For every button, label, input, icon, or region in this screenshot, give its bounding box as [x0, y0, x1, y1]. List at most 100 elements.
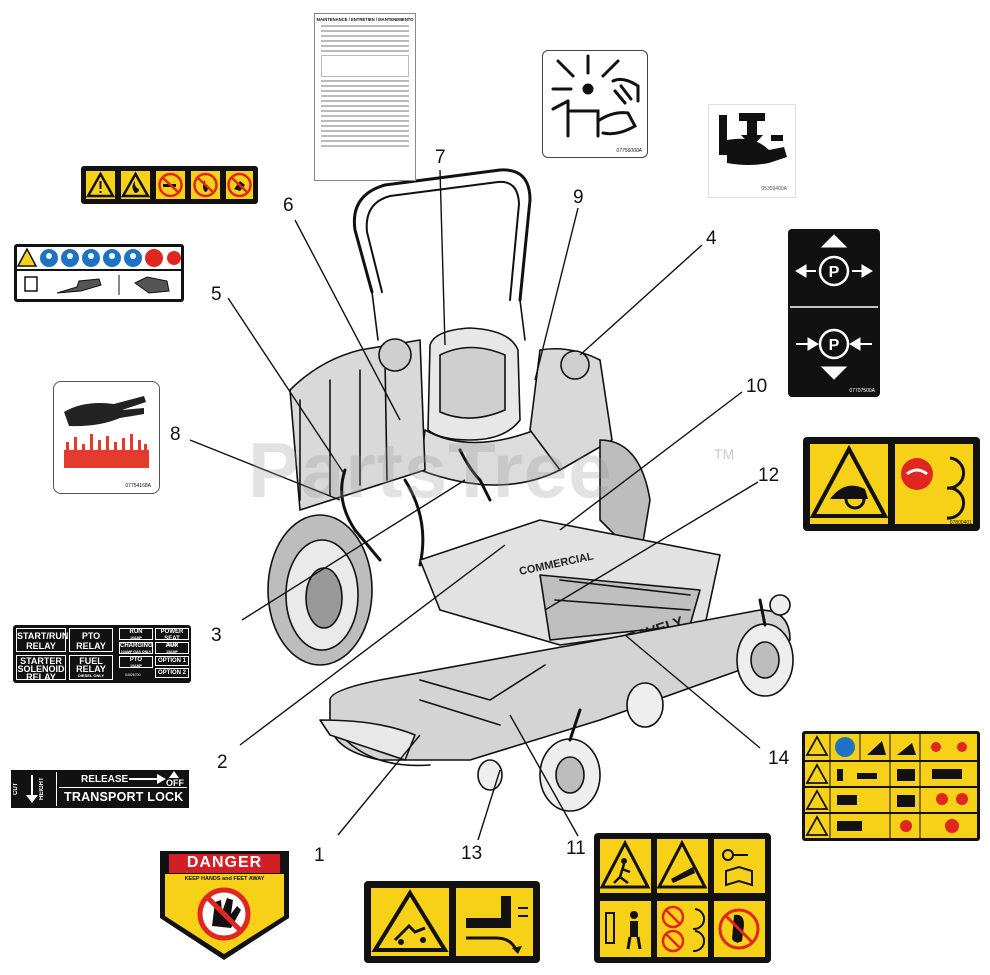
callout-5: 5	[211, 284, 222, 305]
off-label: OFF	[166, 778, 184, 788]
safety-grid-icons	[805, 734, 977, 838]
no-flame-icon	[193, 172, 218, 198]
svg-text:P: P	[829, 337, 840, 354]
aux-fuse: AUX 15AMP	[155, 642, 189, 654]
callout-3: 3	[211, 625, 222, 646]
bystander-icon	[605, 911, 642, 950]
callout-8: 8	[170, 424, 181, 445]
deflector-down-cell	[454, 886, 535, 958]
callout-1: 1	[314, 845, 325, 866]
belt-part-no: 07800401	[949, 520, 972, 526]
no-hands-icon	[901, 456, 966, 520]
watermark: PartsTree	[248, 425, 613, 516]
guards-in-place-cell	[893, 442, 975, 526]
starter-solenoid-relay: STARTER SOLENOID RELAY	[16, 655, 66, 682]
fire-cell	[119, 169, 152, 201]
belt-entanglement-decal: 07800401	[803, 437, 980, 531]
slip-hazard-cell	[598, 837, 653, 895]
relay-fuse-decal: START/RUN RELAY PTO RELAY STARTER SOLENO…	[13, 625, 191, 683]
option2-fuse: OPTION 2	[155, 668, 189, 678]
callout-7: 7	[435, 147, 446, 168]
callout-10: 10	[746, 376, 768, 397]
danger-label: DANGER	[186, 854, 263, 871]
power-seat-fuse: POWER SEAT 15AMP	[155, 628, 189, 647]
watermark-tm: TM	[714, 446, 735, 462]
run-fuse: RUN 10AMP	[119, 628, 153, 640]
charging-fuse: CHARGING 10AMP GAS ONLY	[119, 642, 153, 654]
callout-13: 13	[461, 843, 483, 864]
option1-fuse: OPTION 1	[155, 656, 189, 666]
warning-cell	[84, 169, 117, 201]
arrow-down-icon	[26, 775, 38, 803]
no-fueling-cell	[224, 169, 255, 201]
no-smoking-cell	[154, 169, 187, 201]
deflector-icon	[466, 896, 528, 954]
callout-14: 14	[768, 748, 790, 769]
brake-part-no: 07707500A	[849, 388, 875, 394]
fuel-relay: FUEL RELAY DIESEL ONLY	[69, 655, 113, 680]
svg-text:P: P	[829, 264, 840, 281]
callout-2: 2	[217, 752, 228, 773]
pto-fuse: PTO 10AMP	[119, 656, 153, 668]
no-feet-cell	[712, 899, 767, 959]
belt-hazard-cell	[808, 442, 890, 526]
pinch-part-no: 05359400A	[761, 186, 787, 192]
hand-heat-icon	[64, 396, 149, 468]
pto-relay: PTO RELAY	[69, 628, 113, 652]
danger-subtext: KEEP HANDS and FEET AWAY	[184, 876, 265, 882]
maintenance-title: MAINTENANCE / ENTRETIEN / MANTENIMIENTO	[316, 17, 414, 22]
no-open-flame-cell	[189, 169, 222, 201]
no-hands-icon	[661, 905, 705, 953]
callout-11: 11	[566, 838, 586, 859]
danger-decal: DANGER KEEP HANDS and FEET AWAY	[157, 848, 292, 963]
warning-triangle-icon	[809, 444, 889, 518]
no-smoking-icon	[158, 172, 183, 198]
crush-hazard-icon	[551, 54, 640, 138]
thrown-object-decal	[364, 881, 540, 963]
warning-triangle-icon	[85, 171, 116, 198]
callout-6: 6	[283, 195, 294, 216]
operator-safety-decal	[594, 833, 771, 963]
danger-shield-shape	[160, 851, 289, 960]
crush-hazard-decal: 07756000A	[542, 50, 648, 158]
warning-triangle-icon	[371, 889, 449, 952]
arrow-right-icon	[129, 774, 166, 784]
read-manual-cell	[712, 837, 767, 895]
arrow-up-icon	[169, 771, 179, 778]
hand-pinch-icon	[719, 113, 787, 165]
safety-instructions-grid-decal	[802, 731, 980, 841]
hot-surface-decal: 07754168A	[53, 381, 160, 494]
callout-12: 12	[758, 465, 780, 486]
parking-brake-decal: P P 07707500A	[788, 229, 880, 397]
parking-brake-icon: P P	[790, 234, 878, 380]
transport-lock-label: TRANSPORT LOCK	[64, 790, 184, 804]
transport-lock-decal: CUT HEIGHT RELEASE OFF TRANSPORT LOCK	[11, 770, 189, 808]
callout-9: 9	[573, 187, 584, 208]
height-label: HEIGHT	[39, 777, 45, 801]
fire-icon	[120, 171, 151, 198]
crush-part-no: 07756000A	[616, 148, 642, 154]
start-run-relay: START/RUN RELAY	[16, 628, 68, 652]
maintenance-decal: MAINTENANCE / ENTRETIEN / MANTENIMIENTO	[314, 13, 416, 181]
cut-label: CUT	[13, 782, 19, 796]
no-fuel-icon	[227, 172, 252, 198]
no-feet-icon	[718, 908, 760, 950]
keep-away-cell	[598, 899, 653, 959]
relay-part-no: 04026700	[125, 673, 141, 677]
watermark-text: PartsTree	[248, 426, 613, 514]
no-hands-cell	[655, 899, 710, 959]
warning-triangle-icon	[656, 839, 708, 889]
callout-4: 4	[706, 228, 717, 249]
key-manual-icon	[722, 849, 753, 887]
rollover-cell	[655, 837, 710, 895]
battery-terminal-icons	[24, 275, 170, 295]
thrown-object-cell	[369, 886, 451, 958]
ppe-icons	[17, 247, 181, 267]
hot-part-no: 07754168A	[125, 483, 151, 489]
pinch-hazard-decal: 05359400A	[708, 104, 796, 198]
battery-ppe-decal	[14, 244, 184, 302]
release-label: RELEASE	[81, 774, 129, 785]
fuel-warning-strip-decal	[81, 166, 258, 204]
warning-triangle-icon	[599, 839, 651, 889]
